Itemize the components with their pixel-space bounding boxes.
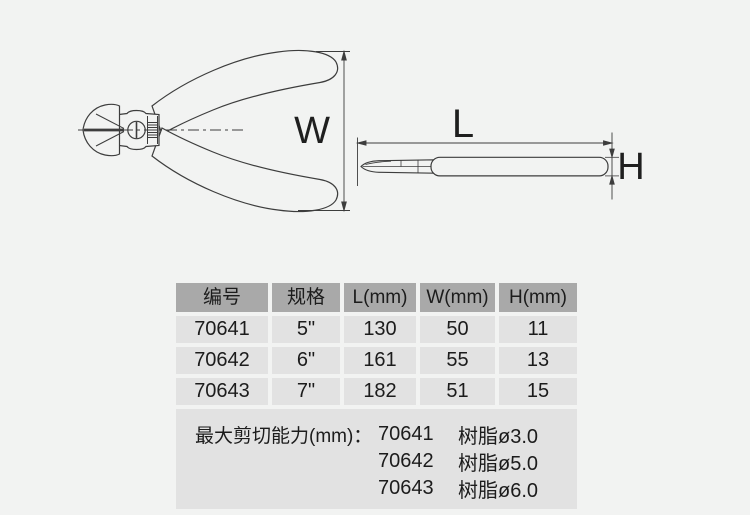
spec-table: 编号 规格 L(mm) W(mm) H(mm) 70641 5" 130 50 … bbox=[176, 283, 577, 509]
cell-height: 13 bbox=[499, 347, 577, 374]
cell-length: 130 bbox=[344, 316, 416, 343]
column-header-code: 编号 bbox=[176, 283, 268, 312]
front-handle-top bbox=[151, 49, 339, 135]
capacity-section: 最大剪切能力(mm)： 70641 树脂ø3.0 70642 树脂ø5.0 70… bbox=[176, 409, 577, 509]
side-blade-curve bbox=[365, 160, 392, 165]
arrow-down-icon bbox=[341, 201, 347, 213]
capacity-value: 树脂ø3.0 bbox=[458, 426, 539, 448]
front-handle-bottom bbox=[151, 127, 339, 213]
column-header-size: 规格 bbox=[272, 283, 340, 312]
capacity-row: 70643 树脂ø6.0 bbox=[176, 475, 577, 502]
cell-width: 50 bbox=[420, 316, 495, 343]
l-dimension-label: L bbox=[452, 102, 474, 146]
jaw-bevel-bottom bbox=[95, 131, 125, 147]
cell-code: 70642 bbox=[176, 347, 268, 374]
table-row: 70642 6" 161 55 13 bbox=[176, 347, 577, 374]
cell-code: 70641 bbox=[176, 316, 268, 343]
arrow-down-icon bbox=[609, 148, 615, 159]
capacity-code: 70642 bbox=[378, 450, 434, 472]
cell-length: 161 bbox=[344, 347, 416, 374]
side-handle bbox=[430, 156, 609, 177]
cell-width: 51 bbox=[420, 378, 495, 405]
capacity-row: 最大剪切能力(mm)： 70641 树脂ø3.0 bbox=[176, 421, 577, 448]
cell-size: 6" bbox=[272, 347, 340, 374]
capacity-value: 树脂ø5.0 bbox=[458, 453, 539, 475]
cell-height: 11 bbox=[499, 316, 577, 343]
w-dimension-label: W bbox=[294, 110, 330, 152]
table-row: 70643 7" 182 51 15 bbox=[176, 378, 577, 405]
dimension-w bbox=[298, 49, 350, 213]
h-dimension-label: H bbox=[617, 146, 644, 188]
column-header-width: W(mm) bbox=[420, 283, 495, 312]
arrow-up-icon bbox=[609, 174, 615, 185]
capacity-row: 70642 树脂ø5.0 bbox=[176, 448, 577, 475]
column-header-length: L(mm) bbox=[344, 283, 416, 312]
arrow-left-icon bbox=[355, 140, 367, 146]
capacity-value: 树脂ø6.0 bbox=[458, 480, 539, 502]
capacity-label: 最大剪切能力(mm)： bbox=[195, 426, 373, 447]
jaw-bevel-top bbox=[95, 113, 125, 129]
cell-width: 55 bbox=[420, 347, 495, 374]
technical-drawing: W L H bbox=[78, 49, 645, 213]
arrow-right-icon bbox=[603, 140, 614, 146]
table-row: 70641 5" 130 50 11 bbox=[176, 316, 577, 343]
cell-code: 70643 bbox=[176, 378, 268, 405]
column-header-height: H(mm) bbox=[499, 283, 577, 312]
arrow-up-icon bbox=[341, 49, 347, 61]
dimension-l bbox=[355, 132, 614, 200]
cell-height: 15 bbox=[499, 378, 577, 405]
cell-size: 5" bbox=[272, 316, 340, 343]
cell-length: 182 bbox=[344, 378, 416, 405]
capacity-code: 70643 bbox=[378, 477, 434, 499]
pliers-front-view-drawing bbox=[78, 49, 339, 213]
table-header-row: 编号 规格 L(mm) W(mm) H(mm) bbox=[176, 283, 577, 312]
cell-size: 7" bbox=[272, 378, 340, 405]
pliers-side-view-drawing bbox=[360, 156, 609, 177]
capacity-code: 70641 bbox=[378, 423, 434, 445]
dimension-h bbox=[605, 148, 619, 185]
